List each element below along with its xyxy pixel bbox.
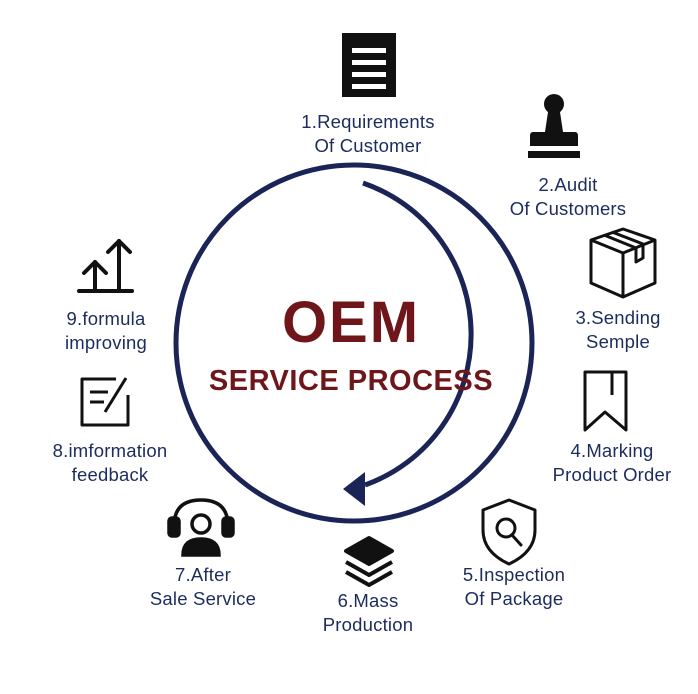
step-8-subtitle: feedback: [71, 464, 149, 485]
process-return-arc: [362, 180, 474, 488]
step-4-subtitle: Product Order: [552, 464, 672, 485]
step-5-label: 5.Inspection Of Package: [434, 563, 594, 611]
step-8-label: 8.imformation feedback: [30, 439, 190, 487]
step-1-label: 1.Requirements Of Customer: [278, 110, 458, 158]
step-5-subtitle: Of Package: [464, 588, 564, 609]
step-6-title: 6.Mass: [337, 590, 399, 611]
step-7-label: 7.After Sale Service: [133, 563, 273, 611]
headset-agent-icon: [167, 498, 235, 557]
oem-title: OEM: [281, 290, 421, 355]
shield-search-icon: [481, 498, 537, 566]
step-2-subtitle: Of Customers: [509, 198, 627, 219]
step-2-label: 2.Audit Of Customers: [478, 173, 658, 221]
step-1-subtitle: Of Customer: [314, 135, 422, 156]
step-9-title: 9.formula: [66, 308, 146, 329]
step-3-title: 3.Sending: [575, 307, 661, 328]
bookmark-icon: [583, 370, 628, 432]
step-4-title: 4.Marking: [570, 440, 654, 461]
process-ring: [173, 162, 535, 524]
step-9-label: 9.formula improving: [36, 307, 176, 355]
step-2-title: 2.Audit: [538, 174, 598, 195]
step-7-subtitle: Sale Service: [149, 588, 257, 609]
step-3-label: 3.Sending Semple: [543, 306, 693, 354]
step-7-title: 7.After: [175, 564, 231, 585]
service-process-subtitle: SERVICE PROCESS: [208, 365, 494, 397]
step-8-title: 8.imformation: [52, 440, 168, 461]
process-arrowhead: [343, 472, 365, 506]
layers-icon: [344, 536, 394, 587]
package-box-icon: [589, 227, 657, 299]
step-5-title: 5.Inspection: [462, 564, 566, 585]
step-3-subtitle: Semple: [586, 331, 650, 352]
step-1-title: 1.Requirements: [301, 111, 435, 132]
document-icon: [342, 33, 396, 97]
step-6-subtitle: Production: [322, 614, 414, 635]
step-6-label: 6.Mass Production: [298, 589, 438, 637]
stamp-icon: [528, 94, 580, 158]
step-9-subtitle: improving: [65, 332, 147, 353]
edit-form-icon: [80, 377, 130, 427]
step-4-label: 4.Marking Product Order: [532, 439, 692, 487]
growth-arrows-icon: [77, 239, 134, 293]
